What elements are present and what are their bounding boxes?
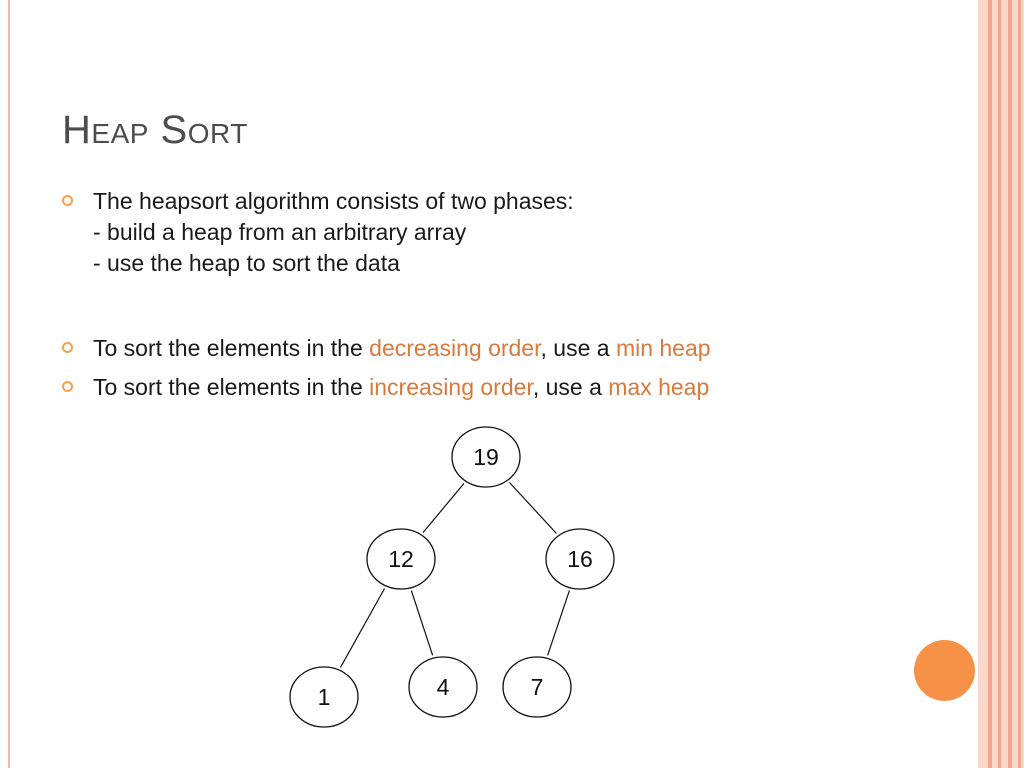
tree-edges — [339, 482, 570, 668]
bullet-text: To sort the elements in the decreasing o… — [93, 333, 711, 364]
tree-nodes: 19 12 16 1 4 7 — [289, 426, 615, 728]
orange-accent-circle — [914, 640, 975, 701]
bullet-segment: , use a — [540, 335, 616, 361]
tree-node-12: 12 — [366, 528, 436, 590]
tree-edge-n19-n16 — [509, 482, 557, 534]
node-label: 19 — [473, 444, 499, 470]
node-circle — [408, 656, 478, 718]
bullet-line: The heapsort algorithm consists of two p… — [93, 188, 574, 214]
node-circle — [366, 528, 436, 590]
tree-node-1: 1 — [289, 666, 359, 728]
highlight-increasing-order: increasing order — [369, 374, 533, 400]
right-stripe — [998, 0, 1001, 768]
tree-edge-n12-n1 — [339, 588, 386, 668]
bullet-text: To sort the elements in the increasing o… — [93, 372, 709, 403]
highlight-decreasing-order: decreasing order — [369, 335, 541, 361]
node-label: 16 — [567, 546, 593, 572]
node-circle — [545, 528, 615, 590]
highlight-min-heap: min heap — [615, 335, 711, 361]
right-decorative-band — [978, 0, 1024, 768]
slide-title: Heap Sort — [62, 108, 248, 152]
bullet-text: The heapsort algorithm consists of two p… — [93, 186, 574, 279]
bullet-circle-icon — [62, 381, 73, 392]
right-stripe — [1018, 0, 1021, 768]
node-label: 4 — [437, 674, 450, 700]
bullet-line: - use the heap to sort the data — [93, 250, 400, 276]
highlight-max-heap: max heap — [608, 374, 710, 400]
tree-node-7: 7 — [502, 656, 572, 718]
node-label: 1 — [318, 684, 331, 710]
tree-edge-n19-n12 — [422, 483, 465, 533]
node-label: 12 — [388, 546, 414, 572]
left-border-line — [8, 0, 10, 768]
bullet-circle-icon — [62, 342, 73, 353]
node-circle — [289, 666, 359, 728]
right-stripe — [988, 0, 992, 768]
bullet-line: - build a heap from an arbitrary array — [93, 219, 467, 245]
node-label: 7 — [531, 674, 544, 700]
tree-node-16: 16 — [545, 528, 615, 590]
tree-edge-n16-n7 — [547, 590, 570, 656]
tree-node-4: 4 — [408, 656, 478, 718]
node-circle — [451, 426, 521, 488]
right-stripe — [1008, 0, 1012, 768]
tree-edge-n12-n4 — [410, 590, 434, 656]
bullet-circle-icon — [62, 195, 73, 206]
tree-node-19: 19 — [451, 426, 521, 488]
bullet-segment: , use a — [532, 374, 609, 400]
node-circle — [502, 656, 572, 718]
bullet-segment: To sort the elements in the — [93, 374, 370, 400]
bullet-segment: To sort the elements in the — [93, 335, 370, 361]
